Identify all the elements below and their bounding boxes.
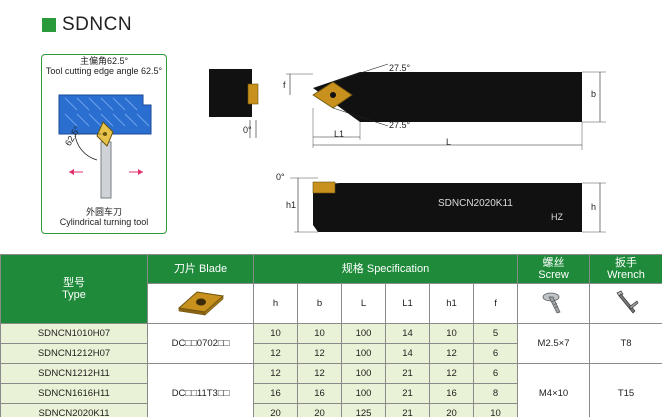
spec-col-h: h <box>253 283 298 324</box>
dim-h-label: h <box>591 202 597 212</box>
blade-group-2: DC□□11T3□□ <box>147 363 254 417</box>
spec-col-b: b <box>297 283 342 324</box>
row-type: SDNCN1212H11 <box>0 363 148 384</box>
col-screw-cn: 螺丝 <box>542 257 565 269</box>
cell-h: 20 <box>253 403 298 417</box>
row-type: SDNCN1212H07 <box>0 343 148 364</box>
top-view-body <box>313 72 582 122</box>
page-title: SDNCN <box>42 14 132 36</box>
angle-bottom-label: 27.5° <box>389 120 411 130</box>
cell-l1: 21 <box>385 363 430 384</box>
cell-b: 16 <box>297 383 342 404</box>
row-type: SDNCN2020K11 <box>0 403 148 417</box>
dim-f-label: f <box>283 80 286 90</box>
cell-h1: 10 <box>429 323 474 344</box>
dim-b-label: b <box>591 89 597 99</box>
cell-b: 12 <box>297 343 342 364</box>
col-wrench-cn: 扳手 <box>615 257 638 269</box>
title-marker <box>42 18 56 32</box>
cell-h: 10 <box>253 323 298 344</box>
cell-h: 16 <box>253 383 298 404</box>
col-type-en: Type <box>62 289 86 301</box>
technical-drawing <box>209 63 606 233</box>
row-type: SDNCN1010H07 <box>0 323 148 344</box>
wrench-icon <box>616 290 639 314</box>
col-blade-header: 刀片 Blade <box>147 254 254 284</box>
side-view-insert <box>312 181 336 194</box>
tool-marking: SDNCN2020K11 <box>438 198 513 209</box>
cell-f: 8 <box>472 383 519 404</box>
dim-l1-label: L1 <box>334 129 345 139</box>
inset-footer-en: Cylindrical turning tool <box>59 217 149 227</box>
cell-l1: 21 <box>385 383 430 404</box>
cell-h1: 12 <box>429 363 474 384</box>
inset-footer-cn: 外圆车刀 <box>85 207 122 217</box>
spec-table: 型号 Type 刀片 Blade 规格 Specification 螺丝 Scr… <box>0 254 662 417</box>
spec-col-h1: h1 <box>429 283 474 324</box>
end-view-body <box>209 69 252 117</box>
cell-h1: 20 <box>429 403 474 417</box>
col-type-cn: 型号 <box>63 277 85 289</box>
side-view-body <box>313 183 582 232</box>
title-text: SDNCN <box>62 14 133 35</box>
zero-angle-top-label: 0° <box>243 125 252 135</box>
cell-l: 100 <box>341 363 386 384</box>
wrench-image-cell <box>589 283 662 324</box>
hz-logo: HZ <box>551 212 563 222</box>
cell-b: 20 <box>297 403 342 417</box>
end-view-insert <box>247 83 259 105</box>
zero-angle-side-label: 0° <box>276 172 285 182</box>
cell-l1: 21 <box>385 403 430 417</box>
inset-header-en: Tool cutting edge angle 62.5° <box>45 66 163 76</box>
cell-b: 12 <box>297 363 342 384</box>
col-screw-header: 螺丝 Screw <box>517 254 591 284</box>
cell-l: 100 <box>341 383 386 404</box>
cell-f: 6 <box>472 343 519 364</box>
spec-col-l1: L1 <box>385 283 430 324</box>
cell-f: 10 <box>472 403 519 417</box>
wrench-group-1: T8 <box>589 323 662 364</box>
dim-h1-label: h1 <box>286 200 297 210</box>
cell-b: 10 <box>297 323 342 344</box>
cell-h1: 16 <box>429 383 474 404</box>
row-type: SDNCN1616H11 <box>0 383 148 404</box>
angle-top-label: 27.5° <box>389 63 411 73</box>
col-type-header: 型号 Type <box>0 254 148 324</box>
cell-l: 100 <box>341 323 386 344</box>
screw-group-1: M2.5×7 <box>517 323 591 364</box>
cell-l1: 14 <box>385 323 430 344</box>
cell-h: 12 <box>253 343 298 364</box>
cell-h1: 12 <box>429 343 474 364</box>
cell-h: 12 <box>253 363 298 384</box>
screw-icon <box>542 292 561 314</box>
dim-l-label: L <box>446 137 452 147</box>
blade-insert-icon <box>177 291 224 316</box>
col-spec-header: 规格 Specification <box>252 254 519 284</box>
inset-header: 主偏角62.5° Tool cutting edge angle 62.5° <box>41 56 167 76</box>
col-wrench-en: Wrench <box>607 269 645 281</box>
cell-l1: 14 <box>385 343 430 364</box>
cell-f: 5 <box>472 323 519 344</box>
inset-header-cn: 主偏角62.5° <box>79 56 129 66</box>
blade-group-1: DC□□0702□□ <box>147 323 254 364</box>
wrench-group-2: T15 <box>589 363 662 417</box>
spec-col-l: L <box>341 283 386 324</box>
cell-f: 6 <box>472 363 519 384</box>
cell-l: 125 <box>341 403 386 417</box>
spec-col-f: f <box>472 283 519 324</box>
turning-illustration <box>58 94 152 199</box>
blade-image-cell <box>147 283 254 324</box>
col-wrench-header: 扳手 Wrench <box>589 254 662 284</box>
screw-group-2: M4×10 <box>517 363 591 417</box>
screw-image-cell <box>517 283 591 324</box>
cell-l: 100 <box>341 343 386 364</box>
col-screw-en: Screw <box>538 269 569 281</box>
inset-footer: 外圆车刀 Cylindrical turning tool <box>41 207 167 227</box>
